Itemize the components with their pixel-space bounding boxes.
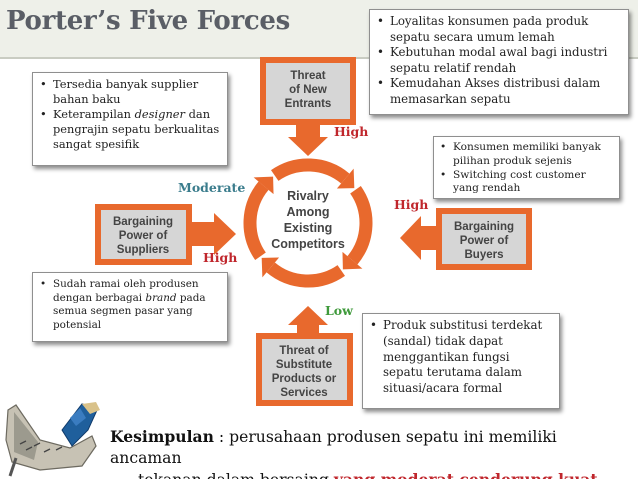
rivalry-label: Rivalry Among Existing Competitors	[271, 189, 345, 251]
conclusion: Kesimpulan : perusahaan produsen sepatu …	[110, 426, 630, 479]
note-rivalry: Sudah ramai oleh produsen dengan berbaga…	[32, 272, 228, 342]
conclusion-line-2: tekanan dalam bersaing	[138, 471, 334, 479]
rating-suppliers-top: Moderate	[178, 180, 246, 195]
rivalry-line-1: Rivalry	[287, 189, 329, 203]
rating-suppliers-bottom: High	[203, 250, 238, 265]
note-new-entrants-item-3: Kemudahan Akses distribusi dalam memasar…	[374, 76, 622, 107]
rivalry-line-2: Among	[286, 205, 329, 219]
conclusion-highlight: yang moderat cenderung kuat	[334, 470, 598, 479]
rivalry-cycle-arc	[266, 262, 345, 288]
conclusion-line-1: : perusahaan produsen sepatu ini memilik…	[110, 428, 557, 467]
new-entrants-line-1: Threat	[290, 70, 325, 82]
note-new-entrants-item-1: Loyalitas konsumen pada produk sepatu se…	[374, 14, 622, 45]
shoe-illustration	[5, 402, 100, 477]
suppliers-line-2: Power of	[119, 230, 168, 242]
note-suppliers: Tersedia banyak supplier bahan baku Kete…	[32, 72, 228, 166]
rivalry-cycle-arrowhead	[342, 251, 363, 270]
force-suppliers: Bargaining Power of Suppliers	[95, 204, 236, 265]
rivalry-cycle-arc	[347, 186, 373, 265]
page-title: Porter’s Five Forces	[6, 6, 290, 36]
substitutes-line-2: Substitute	[276, 359, 332, 371]
note-substitutes: Produk substitusi terdekat (sandal) tida…	[362, 313, 560, 409]
rating-substitutes: Low	[325, 303, 353, 318]
suppliers-arrow	[191, 213, 236, 255]
rivalry-cycle-arrowhead	[336, 168, 355, 189]
buyers-line-2: Power of	[460, 235, 509, 247]
note-buyers: Konsumen memiliki banyak pilihan produk …	[433, 136, 620, 199]
rivalry-cycle-arrowhead	[261, 257, 280, 278]
rivalry-line-4: Competitors	[271, 237, 345, 251]
rating-buyers: High	[394, 197, 429, 212]
buyers-line-1: Bargaining	[454, 221, 514, 233]
note-substitutes-item-1: Produk substitusi terdekat (sandal) tida…	[367, 318, 553, 397]
note-rivalry-item-1: Sudah ramai oleh produsen dengan berbaga…	[37, 278, 221, 332]
rivalry-cycle-arc	[243, 181, 269, 260]
substitutes-line-4: Services	[280, 387, 327, 399]
force-new-entrants: Threat of New Entrants	[260, 57, 356, 156]
new-entrants-line-2: of New	[289, 84, 327, 96]
substitutes-line-1: Threat of	[279, 345, 328, 357]
new-entrants-arrow	[288, 124, 328, 156]
note-buyers-item-1: Konsumen memiliki banyak pilihan produk …	[437, 141, 614, 169]
buyers-line-3: Buyers	[465, 249, 504, 261]
rivalry-cycle-arrows	[243, 158, 373, 288]
note-buyers-item-2: Switching cost customer yang rendah	[437, 169, 614, 197]
rating-new-entrants: High	[334, 124, 369, 139]
rivalry-line-3: Existing	[284, 221, 333, 235]
substitutes-arrow	[288, 306, 328, 336]
new-entrants-line-3: Entrants	[285, 98, 332, 110]
suppliers-line-3: Suppliers	[117, 244, 169, 256]
rivalry-cycle-arc	[271, 158, 350, 184]
note-suppliers-item-2: Keterampilan designer dan pengrajin sepa…	[37, 107, 221, 152]
substitutes-line-3: Products or	[272, 373, 337, 385]
note-new-entrants-item-2: Kebutuhan modal awal bagi industri sepat…	[374, 45, 622, 76]
note-new-entrants: Loyalitas konsumen pada produk sepatu se…	[369, 9, 629, 115]
force-substitutes: Threat of Substitute Products or Service…	[256, 306, 353, 406]
rivalry-cycle-arrowhead	[253, 176, 274, 195]
buyers-arrow	[400, 216, 437, 260]
suppliers-line-1: Bargaining	[113, 216, 173, 228]
note-suppliers-item-1: Tersedia banyak supplier bahan baku	[37, 77, 221, 107]
force-buyers: Bargaining Power of Buyers	[400, 208, 532, 270]
conclusion-label: Kesimpulan	[110, 427, 214, 446]
